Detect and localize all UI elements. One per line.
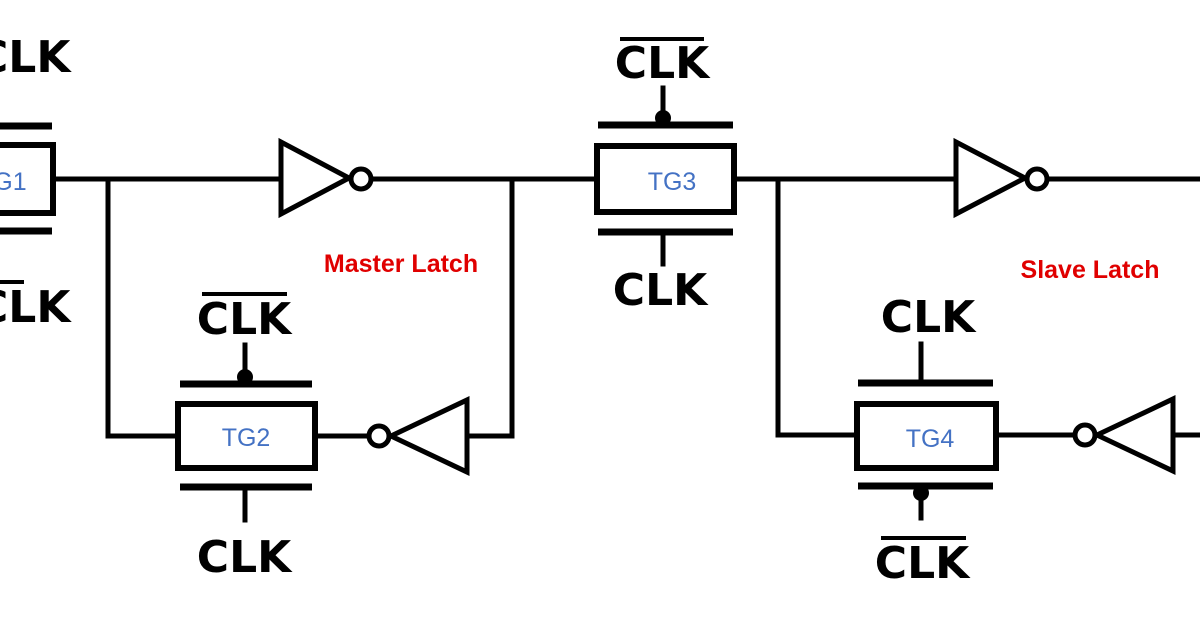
master-latch-label: Master Latch [324, 250, 478, 278]
inverter-2-triangle [385, 396, 470, 476]
inverter-4 [1072, 395, 1176, 475]
tg4-body [854, 401, 999, 471]
tg4-label: TG4 [906, 425, 955, 453]
inverter-1-triangle [278, 137, 355, 219]
tg3-body [594, 143, 737, 215]
tg1-gate: TG1 [0, 122, 56, 235]
inverter-2-bubble [366, 423, 392, 449]
tg2-gate: TG2 [175, 342, 318, 523]
tg1-top-clk-label: CLK [0, 32, 72, 83]
slave-wiring [731, 176, 1200, 438]
tg4-bottom-clk-label: CLK [875, 538, 971, 589]
inverter-3-bubble [1024, 166, 1050, 192]
tg4-gate: TG4 [854, 341, 999, 521]
inverter-3-triangle [953, 137, 1031, 219]
inverter-4-bubble [1072, 422, 1098, 448]
inverter-1-bubble [348, 166, 374, 192]
inverter-2 [366, 396, 470, 476]
tg3-bottom-clk-label: CLK [613, 265, 709, 316]
inverter-4-triangle [1091, 395, 1176, 475]
tg1-bottom-clk-label: CLK [0, 282, 72, 333]
tg2-bottom-clk-label: CLK [197, 532, 293, 583]
tg1-label: TG1 [0, 168, 27, 196]
master-wiring [50, 176, 600, 439]
inverter-3 [953, 137, 1050, 219]
tg4-bottom-bubble [913, 485, 929, 501]
tg4-top-clk-label: CLK [881, 292, 977, 343]
tg3-top-clk-label: CLK [615, 38, 711, 89]
inverter-1 [278, 137, 374, 219]
tg2-label: TG2 [222, 424, 271, 452]
tg3-label: TG3 [648, 168, 697, 196]
tg2-top-clk-label: CLK [197, 294, 293, 345]
tg2-body [175, 401, 318, 471]
slave-latch-label: Slave Latch [1021, 256, 1160, 284]
tg3-gate: TG3 [594, 85, 737, 267]
